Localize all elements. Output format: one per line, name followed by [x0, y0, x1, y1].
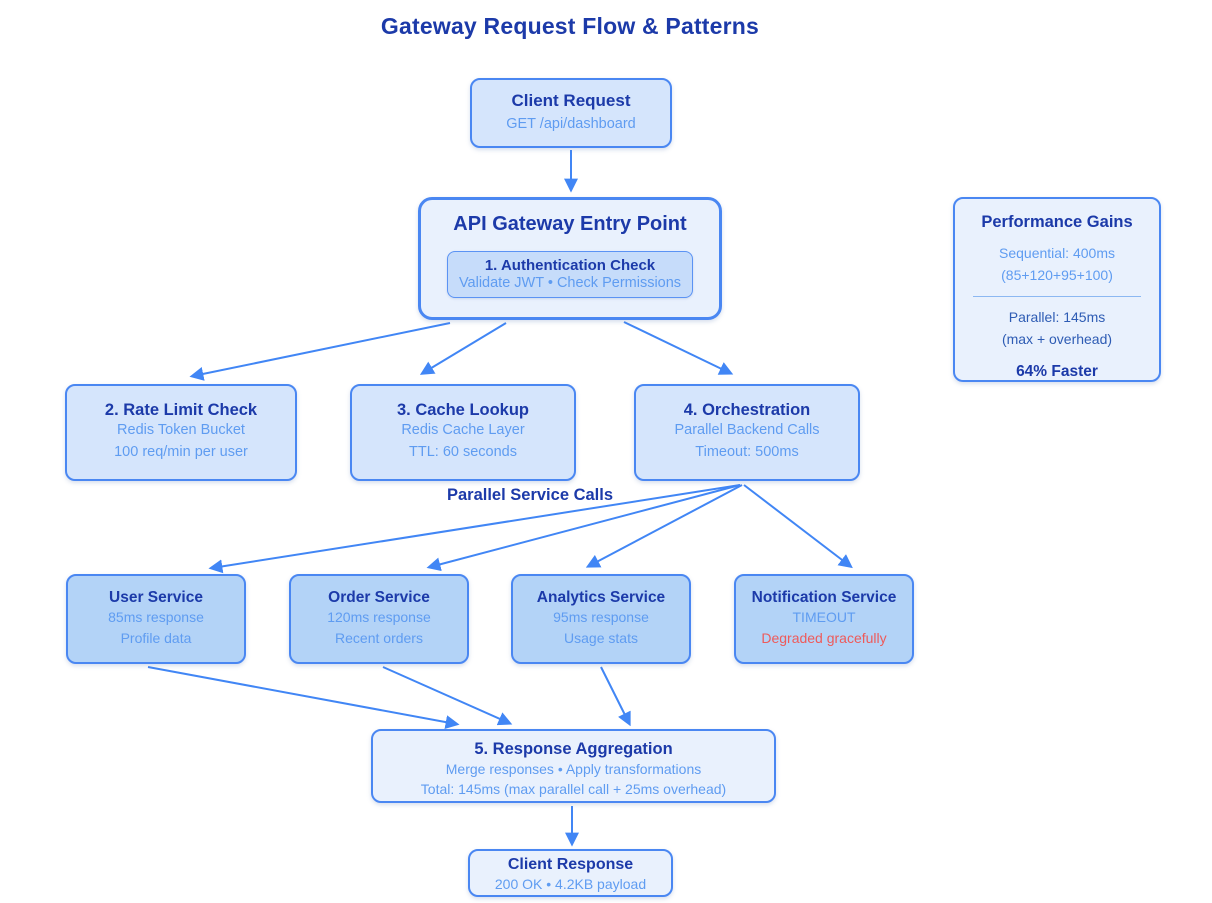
parallel-service-calls-label: Parallel Service Calls [446, 486, 614, 504]
arrow-user-to-aggregation [147, 666, 460, 729]
panel-performance-gains: Performance Gains Sequential: 400ms (85+… [953, 197, 1161, 382]
node-subtitle: Redis Cache Layer [401, 422, 525, 438]
speedup-result: 64% Faster [1016, 362, 1098, 380]
node-title: 1. Authentication Check [484, 257, 656, 274]
node-title: 2. Rate Limit Check [104, 401, 258, 419]
node-title: User Service [109, 589, 203, 606]
node-title: Client Request [511, 91, 631, 110]
node-client-response: Client Response 200 OK • 4.2KB payload [468, 849, 673, 897]
node-rate-limit-check: 2. Rate Limit Check Redis Token Bucket 1… [65, 384, 297, 481]
node-client-request: Client Request GET /api/dashboard [470, 78, 672, 148]
node-analytics-service: Analytics Service 95ms response Usage st… [511, 574, 691, 664]
sequential-breakdown: (85+120+95+100) [1001, 267, 1113, 284]
node-response-aggregation: 5. Response Aggregation Merge responses … [371, 729, 776, 803]
arrow-order-to-aggregation [382, 666, 513, 726]
node-subtitle: 200 OK • 4.2KB payload [494, 876, 647, 892]
node-title: Notification Service [751, 589, 897, 606]
node-api-gateway: API Gateway Entry Point 1. Authenticatio… [418, 197, 722, 320]
node-notification-service: Notification Service TIMEOUT Degraded gr… [734, 574, 914, 664]
node-subtitle: Recent orders [335, 630, 423, 646]
node-subtitle: 95ms response [553, 609, 649, 625]
node-subtitle: Redis Token Bucket [117, 422, 245, 438]
node-title: API Gateway Entry Point [453, 213, 687, 235]
node-subtitle: Usage stats [564, 630, 638, 646]
page-title: Gateway Request Flow & Patterns [380, 13, 760, 39]
node-auth-check: 1. Authentication Check Validate JWT • C… [447, 251, 693, 298]
node-title: 5. Response Aggregation [474, 740, 673, 758]
arrow-analytics-to-aggregation [600, 666, 631, 727]
node-subtitle: Timeout: 500ms [695, 443, 799, 460]
sequential-time: Sequential: 400ms [999, 245, 1115, 261]
node-title: Order Service [328, 589, 430, 606]
node-subtitle: 85ms response [108, 609, 204, 625]
node-subtitle: 100 req/min per user [114, 443, 248, 460]
parallel-note: (max + overhead) [1001, 331, 1113, 348]
node-subtitle: Parallel Backend Calls [674, 422, 820, 438]
node-subtitle: 120ms response [327, 609, 431, 625]
node-subtitle: Total: 145ms (max parallel call + 25ms o… [420, 781, 727, 798]
node-user-service: User Service 85ms response Profile data [66, 574, 246, 664]
panel-title: Performance Gains [981, 213, 1133, 231]
node-cache-lookup: 3. Cache Lookup Redis Cache Layer TTL: 6… [350, 384, 576, 481]
degraded-status: Degraded gracefully [761, 630, 887, 646]
arrow-gateway-to-orchestration [623, 321, 734, 375]
arrow-orchestration-to-notification [743, 484, 853, 569]
arrow-gateway-to-cache [419, 322, 507, 375]
node-subtitle: GET /api/dashboard [506, 116, 636, 132]
node-subtitle: Validate JWT • Check Permissions [458, 275, 682, 291]
divider [973, 295, 1141, 297]
timeout-status: TIMEOUT [792, 609, 856, 625]
parallel-time: Parallel: 145ms [1008, 308, 1106, 325]
node-subtitle: Merge responses • Apply transformations [445, 761, 702, 777]
node-title: Analytics Service [536, 589, 666, 606]
node-title: 4. Orchestration [683, 401, 811, 419]
node-subtitle: TTL: 60 seconds [409, 443, 517, 460]
node-orchestration: 4. Orchestration Parallel Backend Calls … [634, 384, 860, 481]
arrow-gateway-to-ratelimit [189, 322, 451, 381]
node-order-service: Order Service 120ms response Recent orde… [289, 574, 469, 664]
node-title: 3. Cache Lookup [396, 401, 530, 419]
node-subtitle: Profile data [120, 630, 192, 646]
node-title: Client Response [507, 856, 634, 873]
